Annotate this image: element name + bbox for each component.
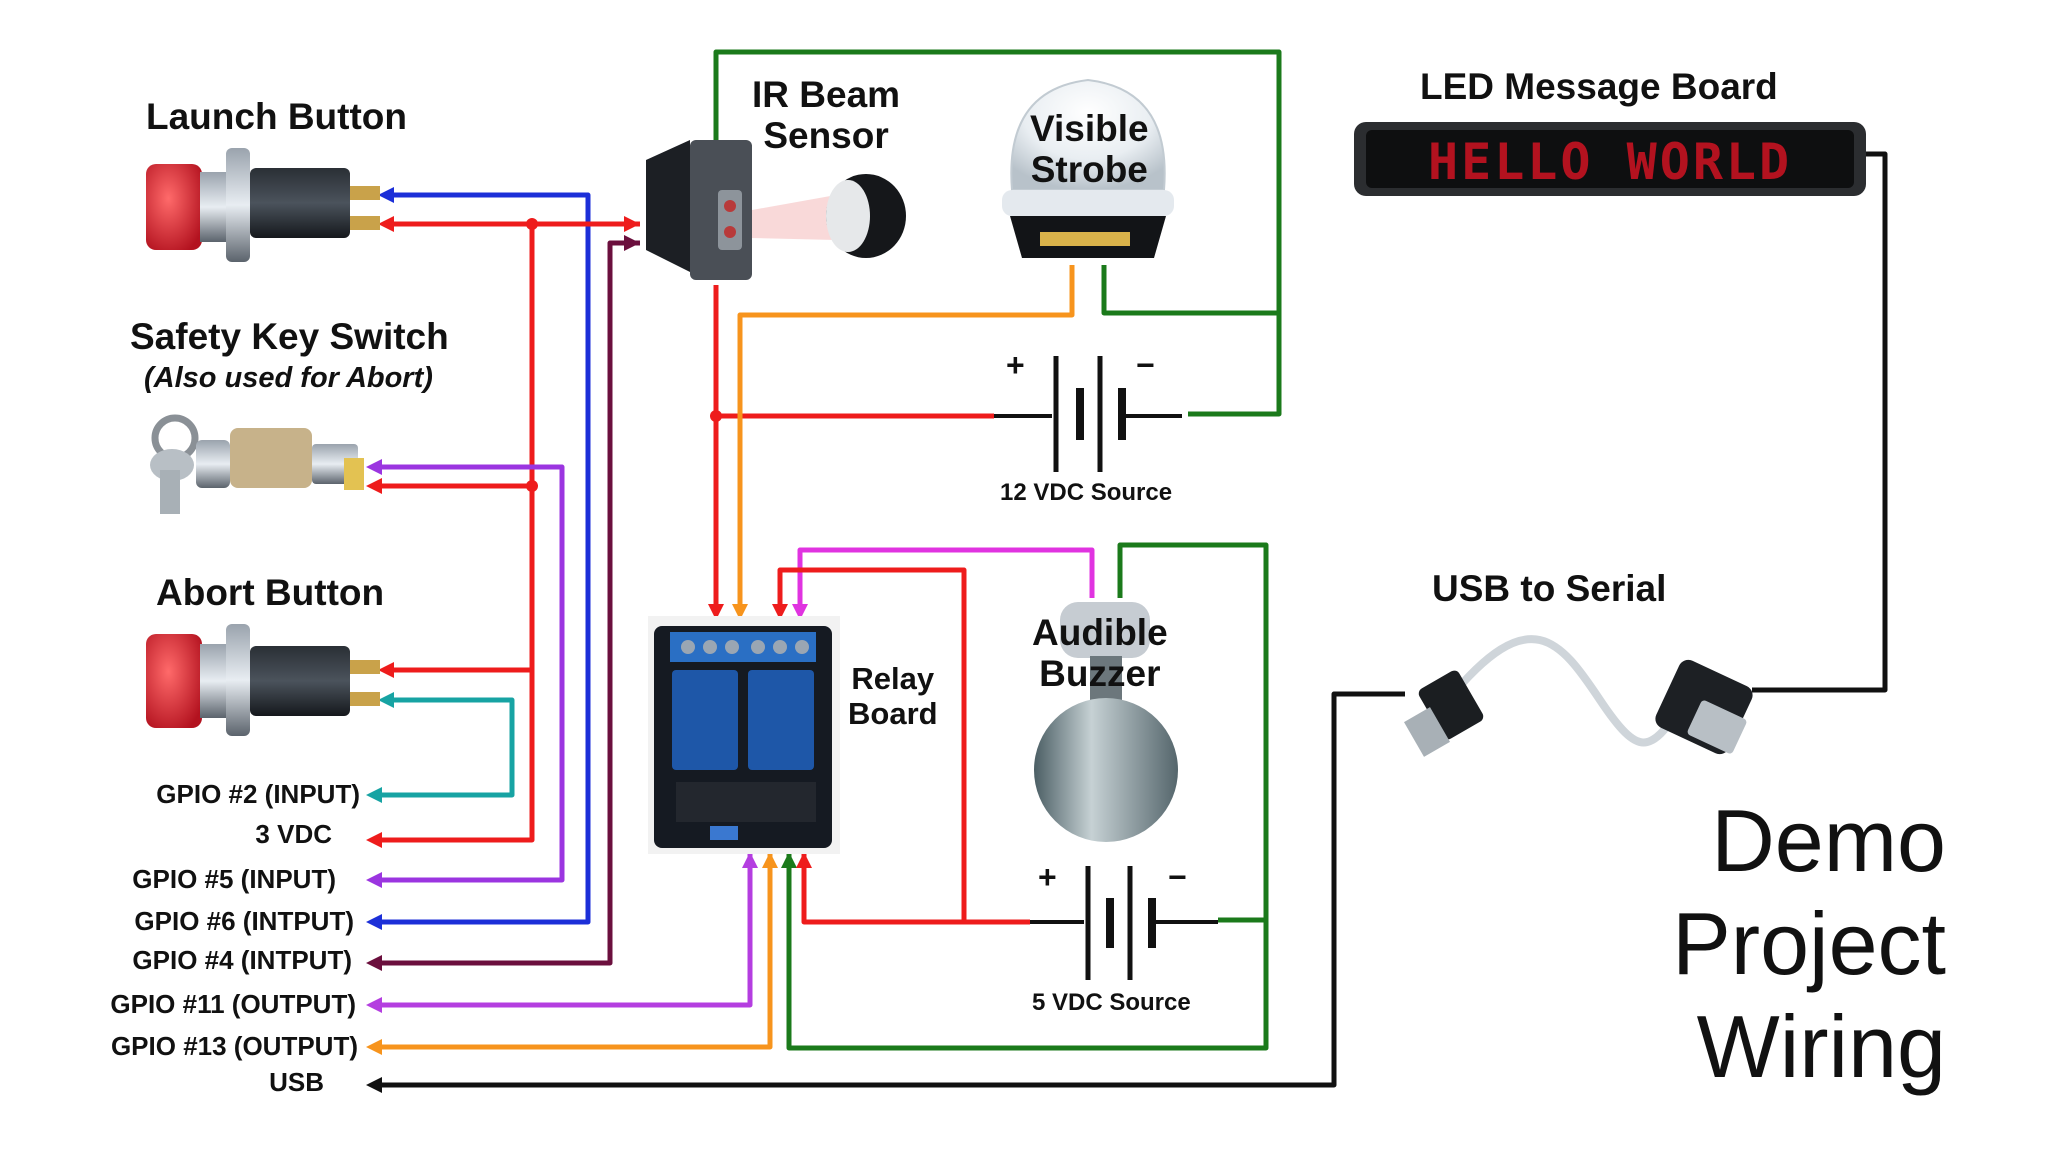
wire-purple [378,464,565,883]
arrowheads [366,187,812,1093]
pin-label-gpio13: GPIO #13 (OUTPUT) [110,1031,358,1061]
battery-5v [1030,866,1218,980]
relay-board-image [648,616,840,854]
launch-button-label: Launch Button [146,96,408,137]
abort-button-image [146,624,380,736]
buzzer-label-line1: Audible [1032,612,1168,653]
strobe-label-line1: Visible [1030,108,1149,149]
usb-serial-label: USB to Serial [1432,568,1667,609]
ir-sensor-image [646,140,906,280]
battery-12v [994,356,1182,472]
wire-red-relay-5v [777,567,967,922]
battery-12v-minus: − [1136,347,1155,383]
wire-red-5v [801,842,1030,925]
relay-board-label-line1: Relay [851,661,935,696]
diagram-title: Demo Project Wiring [1672,790,1946,1099]
wire-green-buzzer [1117,542,1269,923]
ir-sensor-label: IR Beam Sensor [752,74,900,157]
wire-green-strobe [1101,265,1279,316]
wire-black-usb [378,691,1405,1088]
relay-board-label-line2: Board [848,695,938,731]
strobe-image [1002,78,1174,258]
wire-orange-gpio13 [378,842,773,1050]
battery-12v-label: 12 VDC Source [1000,479,1173,506]
title-line-2: Project [1672,893,1946,993]
pin-label-gpio2: GPIO #2 (INPUT) [156,779,360,809]
pin-label-gpio4: GPIO #4 (INTPUT) [132,945,352,975]
battery-5v-minus: − [1168,859,1187,895]
ir-sensor-label-line2: Sensor [763,115,889,157]
pin-label-usb: USB [269,1067,324,1097]
led-board-image [1354,122,1866,196]
ir-sensor-label-line1: IR Beam [752,74,901,115]
title-line-3: Wiring [1696,996,1946,1096]
wires [378,49,1888,1088]
battery-5v-label: 5 VDC Source [1032,989,1191,1016]
buzzer-image [1034,602,1178,842]
wire-red-3vdc [378,224,535,843]
buzzer-label-line2: Buzzer [1039,653,1161,695]
battery-12v-plus: + [1006,347,1025,383]
abort-button-label: Abort Button [156,572,385,613]
pin-label-3vdc: 3 VDC [255,819,332,849]
title-line-1: Demo [1711,791,1946,890]
relay-board-label: Relay Board [848,661,938,731]
safety-key-note: (Also used for Abort) [144,362,433,394]
safety-key-label: Safety Key Switch [130,316,449,357]
usb-serial-image [1404,635,1753,757]
safety-key-image [150,414,364,514]
wire-teal [378,697,515,798]
wire-purple-gpio11 [378,842,753,1008]
launch-button-image [146,148,380,262]
strobe-label-line2: Strobe [1030,149,1148,191]
wire-black-led [1752,151,1888,693]
pin-label-gpio6: GPIO #6 (INTPUT) [134,906,354,936]
led-board-label: LED Message Board [1420,66,1778,107]
strobe-label: Visible Strobe [1030,108,1149,191]
wire-orange-strobe [737,265,1075,605]
led-board-text: HELLO WORLD [1428,133,1793,191]
wire-green-relay [786,842,1269,1051]
battery-5v-plus: + [1038,859,1057,895]
wire-green-top [713,49,1282,417]
pin-label-gpio11: GPIO #11 (OUTPUT) [110,989,356,1019]
wire-magenta [797,547,1095,605]
buzzer-label: Audible Buzzer [1032,612,1168,695]
pin-label-gpio5: GPIO #5 (INPUT) [132,864,336,894]
wire-blue [378,192,591,925]
